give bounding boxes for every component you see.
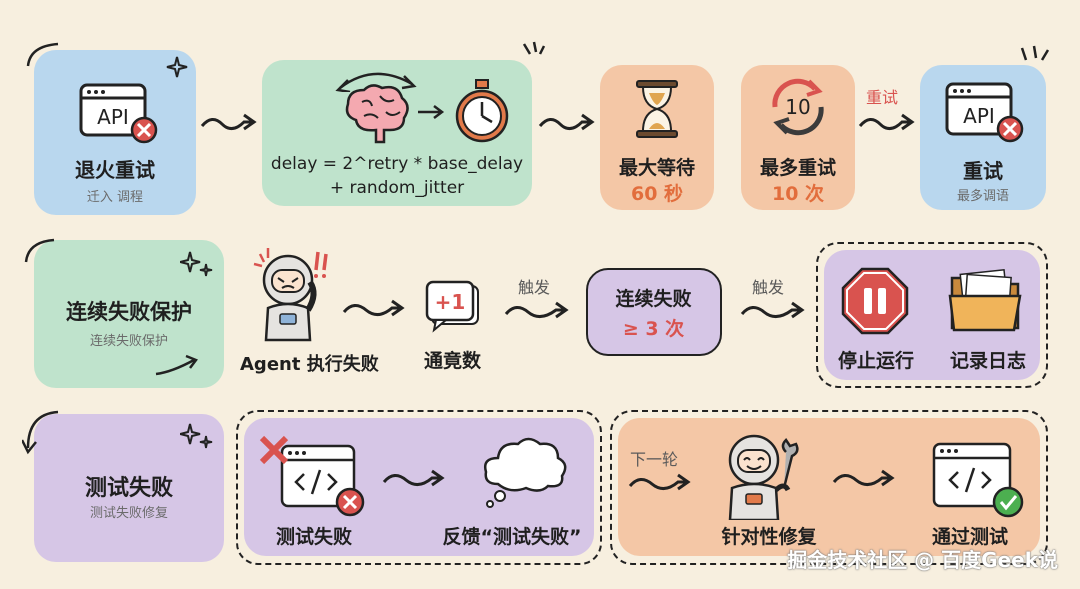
api-window-icon: API [944,81,1024,143]
counter-badge-icon: +1 [424,278,484,334]
max-retry-card: 10 最多重试 10 次 [741,65,855,210]
max-retry-value: 10 次 [771,183,825,205]
small-arrow-icon [416,104,446,120]
flow-arrow-icon [342,296,406,322]
code-window-fail-icon [258,434,368,518]
counter-label: 通竟数 [424,350,482,372]
sketch-curve-icon [22,236,58,264]
consecutive-failures-card: 连续失败 ≥ 3 次 [586,268,722,356]
max-wait-value: 60 秒 [630,183,684,205]
fix-card: 下一轮 针对性修复 通过测试 [618,418,1040,556]
svg-text:+1: +1 [435,290,466,314]
sparkle-icon [180,250,214,280]
trigger-label-1: 触发 [518,278,551,297]
watermark: 掘金技术社区 @ 百度Geek说 [787,548,1058,572]
retry-cycle-icon: 10 [765,75,831,139]
flow-arrow-icon [538,110,596,136]
backoff-retry-card: API 退火重试 迁入 调程 [34,50,196,215]
max-wait-title: 最大等待 [618,157,695,179]
api-window-icon: API [78,82,158,144]
backoff-subtitle: 迁入 调程 [86,190,144,205]
flow-arrow-icon [200,110,258,136]
flow-arrow-icon [504,298,570,324]
fix-group [610,410,1048,565]
flow-arrow-icon [628,470,692,496]
hourglass-icon [633,79,681,139]
stop-log-group [816,242,1048,388]
feedback-card: 测试失败 反馈“测试失败” [244,418,594,556]
burst-lines-icon [1016,42,1056,74]
backoff-title: 退火重试 [75,158,155,182]
retry-title: 重试 [963,159,1003,183]
test-failure-subtitle: 测试失败修复 [89,506,168,521]
flow-arrow-icon [832,466,896,492]
svg-text:API: API [963,104,995,128]
targeted-fix-label: 针对性修复 [721,526,817,548]
brain-icon [342,82,412,146]
failure-protection-subtitle: 连续失败保护 [89,334,168,349]
sparkle-icon [166,56,188,78]
formula-line-2: + random_jitter [329,178,465,198]
sparkle-icon [180,422,214,452]
astronaut-stressed-icon [252,246,338,342]
sketch-curve-icon [24,40,64,70]
stop-log-card: 停止运行 记录日志 [824,250,1040,380]
stopwatch-icon [450,78,514,144]
retry-arrow-label: 重试 [866,88,899,107]
test-fail-step-label: 测试失败 [275,526,352,548]
test-failure-title: 测试失败 [84,476,173,501]
sketch-arrow-icon [154,352,204,378]
formula-card: delay = 2^retry * base_delay + random_ji… [262,60,532,206]
stop-run-label: 停止运行 [837,350,914,372]
flow-arrow-icon [382,466,446,492]
folder-icon [948,268,1026,334]
consecutive-failures-title: 连续失败 [615,288,692,310]
code-window-pass-icon [930,440,1026,520]
svg-text:API: API [97,105,129,129]
agent-fail-label: Agent 执行失败 [240,354,379,375]
consecutive-failures-value: ≥ 3 次 [622,318,685,340]
svg-text:10: 10 [785,95,810,119]
trigger-label-2: 触发 [752,278,785,297]
feedback-group [236,410,602,565]
stop-sign-icon [840,266,910,336]
failure-protection-title: 连续失败保护 [66,300,192,324]
test-failure-card: 测试失败 测试失败修复 [34,414,224,562]
max-wait-card: 最大等待 60 秒 [600,65,714,210]
astronaut-wrench-icon [714,430,810,520]
feedback-step-label: 反馈“测试失败” [442,526,582,548]
write-log-label: 记录日志 [949,350,1026,372]
burst-lines-icon [520,40,550,66]
flow-arrow-icon [858,110,916,136]
cycle-arc-icon [334,68,420,92]
pass-test-label: 通过测试 [931,526,1008,548]
thought-cloud-icon [480,434,570,508]
retry-subtitle: 最多调语 [956,189,1009,204]
sketch-curve-icon [22,408,62,462]
flow-arrow-icon [740,298,806,324]
retry-card: API 重试 最多调语 [920,65,1046,210]
max-retry-title: 最多重试 [759,157,836,179]
next-round-label: 下一轮 [630,450,679,469]
formula-line-1: delay = 2^retry * base_delay [270,154,524,174]
